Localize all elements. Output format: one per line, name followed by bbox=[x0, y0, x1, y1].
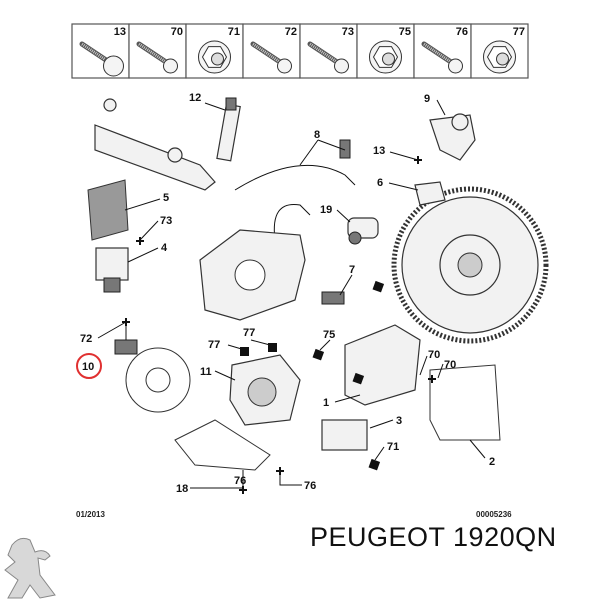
leader-lines bbox=[97, 99, 486, 489]
hardware-cell-72: 72 bbox=[242, 23, 301, 79]
cross-markers bbox=[122, 156, 436, 494]
callout-2: 2 bbox=[489, 456, 495, 468]
bolt-icon bbox=[79, 41, 124, 77]
callout-4: 4 bbox=[161, 242, 168, 254]
bolt-icon bbox=[136, 41, 178, 74]
fuel-rail bbox=[94, 98, 216, 191]
hardware-label: 73 bbox=[342, 26, 354, 38]
target-wheel bbox=[125, 347, 191, 413]
callout-7: 7 bbox=[349, 264, 355, 276]
callout-18: 18 bbox=[176, 483, 188, 495]
hardware-label: 76 bbox=[456, 26, 468, 38]
ecu-1 bbox=[344, 324, 421, 406]
callout-77b: 77 bbox=[208, 339, 220, 351]
hardware-label: 75 bbox=[399, 26, 411, 38]
callout-10: 10 bbox=[82, 361, 94, 373]
callout-labels: 12 9 8 13 5 6 73 19 4 7 75 72 77 77 70 7… bbox=[80, 92, 495, 495]
diagram-date: 01/2013 bbox=[76, 510, 105, 519]
callout-6: 6 bbox=[377, 177, 383, 189]
highlight-circle bbox=[76, 353, 102, 379]
sensor-6 bbox=[414, 181, 446, 206]
callout-5: 5 bbox=[163, 192, 169, 204]
hardware-row: 13 70 71 72 73 75 76 77 bbox=[71, 23, 529, 79]
sensor-10 bbox=[114, 339, 138, 355]
callout-3: 3 bbox=[396, 415, 402, 427]
hardware-cell-71: 71 bbox=[185, 23, 244, 79]
callout-12: 12 bbox=[189, 92, 201, 104]
part-title: PEUGEOT 1920QN bbox=[310, 522, 557, 552]
thermostat-9 bbox=[429, 113, 476, 161]
hardware-cell-73: 73 bbox=[299, 23, 358, 79]
bolt-icon bbox=[250, 41, 292, 74]
hardware-cell-13: 13 bbox=[71, 23, 130, 79]
callout-76b: 76 bbox=[304, 480, 316, 492]
pipe bbox=[273, 203, 311, 241]
relay-3 bbox=[321, 419, 368, 451]
hardware-label: 72 bbox=[285, 26, 297, 38]
callout-11: 11 bbox=[200, 366, 212, 378]
pump-valve-4 bbox=[95, 247, 129, 293]
injector bbox=[216, 97, 241, 162]
vacuum-pump-11 bbox=[229, 354, 301, 426]
callout-77a: 77 bbox=[243, 327, 255, 339]
sensor-19 bbox=[347, 217, 379, 245]
callout-71: 71 bbox=[387, 441, 399, 453]
callout-8: 8 bbox=[314, 129, 320, 141]
flywheel bbox=[391, 186, 549, 344]
filter-5 bbox=[87, 179, 129, 241]
callout-70a: 70 bbox=[428, 349, 440, 361]
hardware-cell-70: 70 bbox=[128, 23, 187, 79]
hardware-label: 13 bbox=[114, 26, 126, 38]
hardware-label: 70 bbox=[171, 26, 183, 38]
bolt-icon bbox=[421, 41, 463, 74]
hardware-cell-77: 77 bbox=[470, 23, 529, 79]
sensor-7 bbox=[321, 291, 345, 305]
callout-70b: 70 bbox=[444, 359, 456, 371]
hardware-cell-75: 75 bbox=[356, 23, 415, 79]
callout-19: 19 bbox=[320, 204, 332, 216]
bolt-icon bbox=[307, 41, 349, 74]
diagram-number: 00005236 bbox=[476, 510, 512, 519]
hardware-label: 77 bbox=[513, 26, 525, 38]
callout-72: 72 bbox=[80, 333, 92, 345]
sensor-8 bbox=[234, 139, 356, 191]
callout-13: 13 bbox=[373, 145, 385, 157]
fastener-markers bbox=[240, 280, 385, 471]
bracket-18 bbox=[174, 419, 271, 471]
callout-75: 75 bbox=[323, 329, 335, 341]
callout-73: 73 bbox=[160, 215, 172, 227]
callout-76a: 76 bbox=[234, 475, 246, 487]
callout-1: 1 bbox=[323, 397, 329, 409]
bracket-2 bbox=[429, 364, 501, 441]
hardware-cell-76: 76 bbox=[413, 23, 472, 79]
callout-9: 9 bbox=[424, 93, 430, 105]
hardware-label: 71 bbox=[228, 26, 240, 38]
engine-housing bbox=[199, 229, 306, 321]
peugeot-logo bbox=[4, 537, 56, 599]
